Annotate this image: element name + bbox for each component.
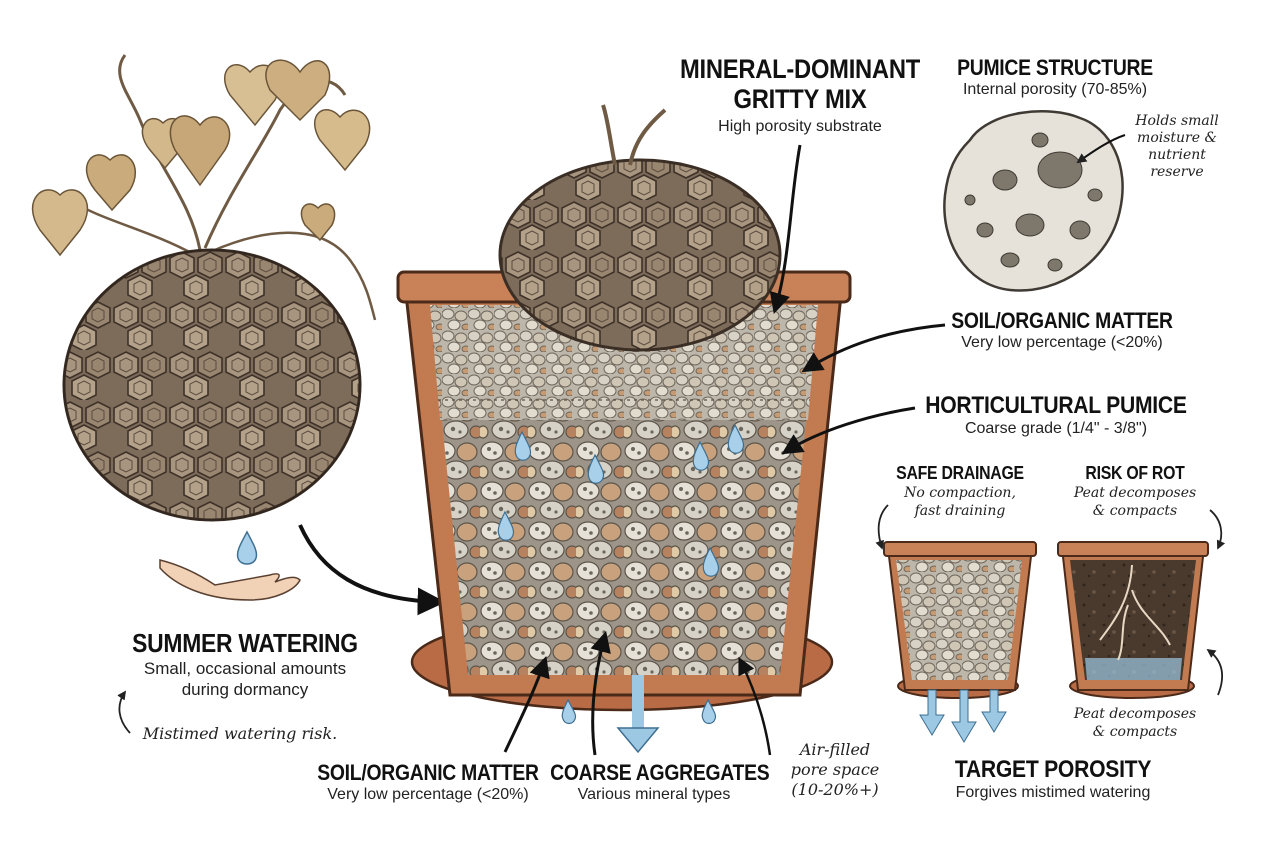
soil-organic-top-subtitle: Very low percentage (<20%)	[961, 334, 1163, 351]
air-filled-line2: pore space	[790, 760, 880, 779]
safe-drainage-note-line2: fast draining	[914, 503, 1006, 519]
risk-of-rot-note-line1: Peat decomposes	[1073, 485, 1197, 501]
water-drop-icon	[236, 530, 258, 565]
pumice-structure	[943, 110, 1126, 292]
soil-organic-bottom-label: SOIL/ORGANIC MATTER Very low percentage …	[300, 760, 556, 804]
pumice-structure-subtitle: Internal porosity (70-85%)	[962, 81, 1148, 98]
pot-water-drops	[497, 423, 745, 725]
leaf	[31, 189, 89, 257]
main-title-line2: GRITTY MIX	[733, 84, 867, 114]
risk-of-rot-label: RISK OF ROT Peat decomposes & compacts	[1060, 462, 1210, 520]
leaf	[169, 115, 231, 187]
risk-of-rot-bottom-line1: Peat decomposes	[1073, 706, 1197, 722]
mistimed-watering-text: Mistimed watering risk.	[142, 724, 338, 743]
summer-watering-line1: Small, occasional amounts	[143, 659, 347, 678]
horticultural-pumice-title: HORTICULTURAL PUMICE	[925, 392, 1187, 419]
summer-watering-line2: during dormancy	[181, 680, 309, 699]
risk-of-rot-bottom-note: Peat decomposes & compacts	[1060, 705, 1210, 741]
mistimed-watering-note: Mistimed watering risk.	[120, 724, 360, 743]
pumice-note-line2: moisture &	[1137, 130, 1217, 146]
leaf	[265, 59, 331, 122]
air-filled-line1: Air-filled	[799, 740, 871, 759]
coarse-aggregates-label: COARSE AGGREGATES Various mineral types	[536, 760, 772, 804]
soil-organic-bottom-subtitle: Very low percentage (<20%)	[327, 786, 529, 803]
soil-organic-bottom-title: SOIL/ORGANIC MATTER	[317, 760, 539, 785]
safe-drainage-note-line1: No compaction,	[904, 485, 1016, 501]
leader-arrows	[503, 144, 946, 756]
small-curved-arrows	[117, 504, 1226, 734]
pumice-structure-title: PUMICE STRUCTURE	[957, 55, 1153, 80]
pumice-note: Holds small moisture & nutrient reserve	[1120, 113, 1234, 181]
leaf	[85, 154, 137, 212]
target-porosity-subtitle: Forgives mistimed watering	[955, 784, 1151, 801]
risk-of-rot-note-line2: & compacts	[1092, 503, 1178, 519]
horticultural-pumice-subtitle: Coarse grade (1/4" - 3/8")	[964, 420, 1148, 437]
coarse-aggregates-title: COARSE AGGREGATES	[550, 760, 770, 785]
summer-watering-label: SUMMER WATERING Small, occasional amount…	[105, 628, 385, 700]
main-title-line1: MINERAL-DOMINANT	[680, 54, 920, 84]
flow-arrow	[298, 524, 446, 616]
main-title: MINERAL-DOMINANT GRITTY MIX High porosit…	[640, 54, 960, 136]
caudex-plant-left	[31, 54, 377, 522]
air-filled-line3: (10-20%+)	[791, 780, 879, 799]
pot-risk-of-rot	[1057, 541, 1209, 699]
leaf	[313, 109, 371, 172]
horticultural-pumice-label: HORTICULTURAL PUMICE Coarse grade (1/4" …	[906, 392, 1206, 438]
coarse-aggregates-subtitle: Various mineral types	[577, 786, 731, 803]
pumice-note-line1: Holds small	[1135, 113, 1219, 129]
soil-organic-top-label: SOIL/ORGANIC MATTER Very low percentage …	[932, 308, 1192, 352]
pumice-structure-label: PUMICE STRUCTURE Internal porosity (70-8…	[930, 55, 1180, 99]
safe-drainage-label: SAFE DRAINAGE No compaction, fast draini…	[880, 462, 1040, 520]
risk-of-rot-bottom-line2: & compacts	[1092, 724, 1178, 740]
leaf	[300, 203, 336, 242]
pot-safe-drainage	[883, 541, 1037, 743]
pumice-note-line3: nutrient	[1148, 147, 1206, 163]
air-filled-note: Air-filled pore space (10-20%+)	[770, 740, 900, 800]
safe-drainage-title: SAFE DRAINAGE	[896, 463, 1024, 483]
hand-icon	[159, 559, 301, 601]
risk-of-rot-title: RISK OF ROT	[1085, 463, 1185, 483]
soil-organic-top-title: SOIL/ORGANIC MATTER	[951, 308, 1173, 333]
central-pot	[396, 104, 852, 754]
main-subtitle: High porosity substrate	[718, 118, 882, 135]
pumice-note-line4: reserve	[1150, 164, 1204, 180]
summer-watering-title: SUMMER WATERING	[132, 628, 358, 658]
target-porosity-title: TARGET POROSITY	[954, 756, 1152, 783]
target-porosity-label: TARGET POROSITY Forgives mistimed wateri…	[923, 756, 1183, 802]
